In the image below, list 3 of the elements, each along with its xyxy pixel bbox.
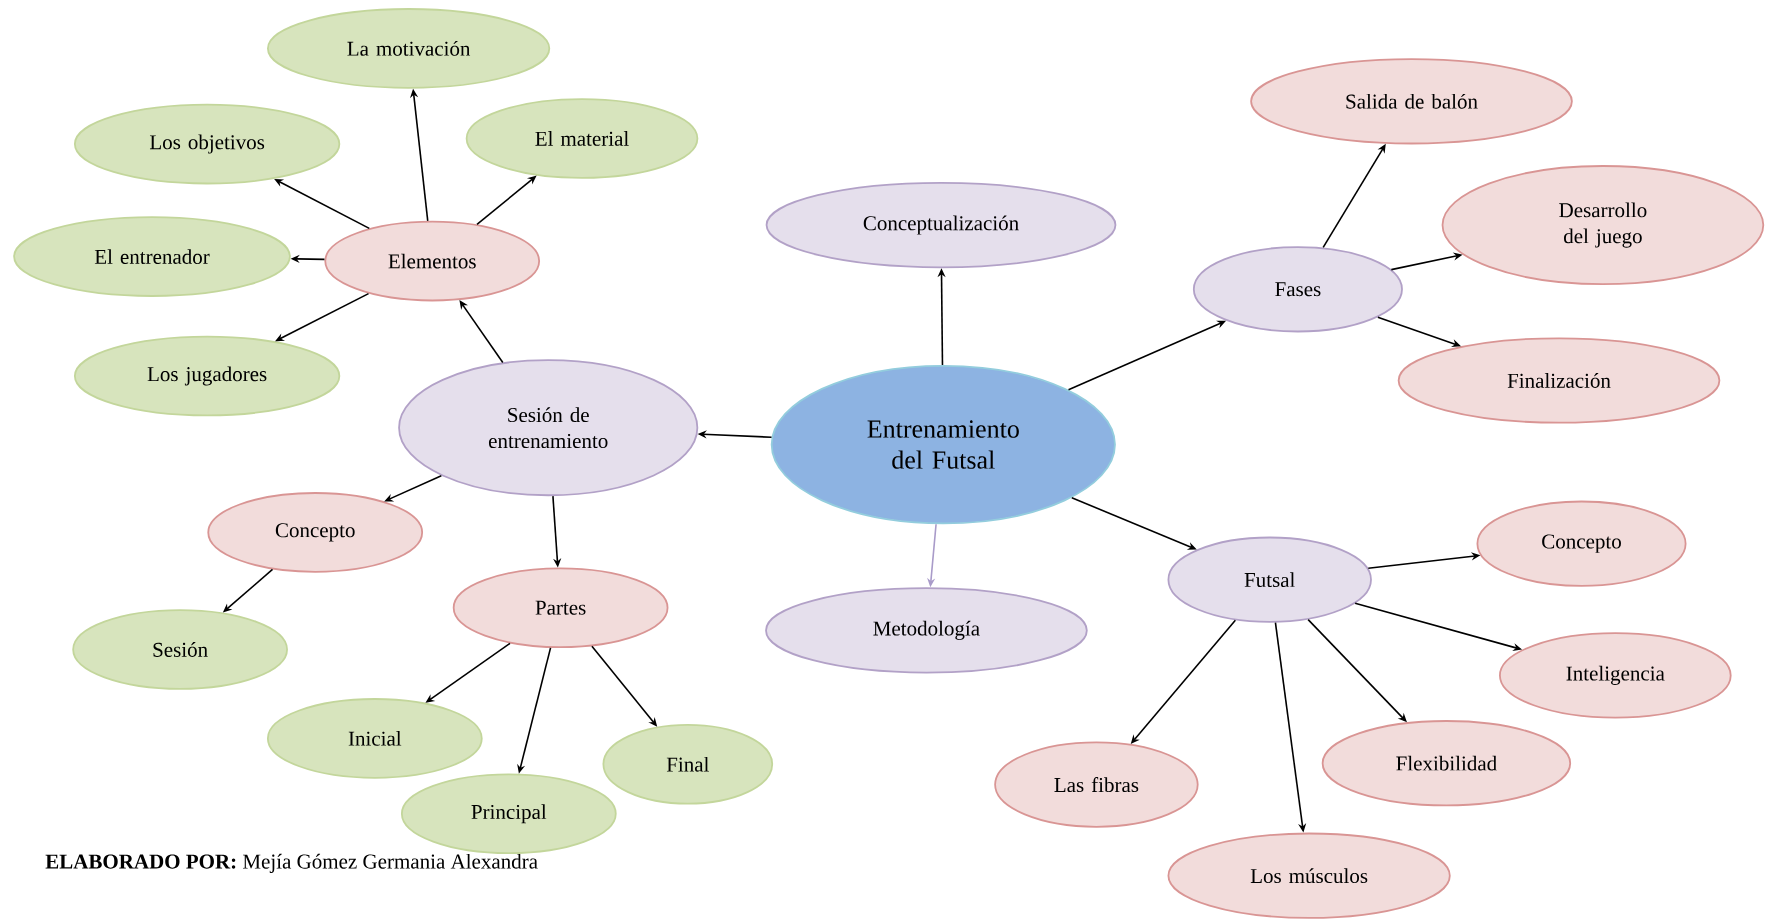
arrow (459, 300, 504, 364)
arrow (275, 292, 370, 342)
author-note: ELABORADO POR: Mejía Gómez Germania Alexandra (45, 853, 538, 873)
